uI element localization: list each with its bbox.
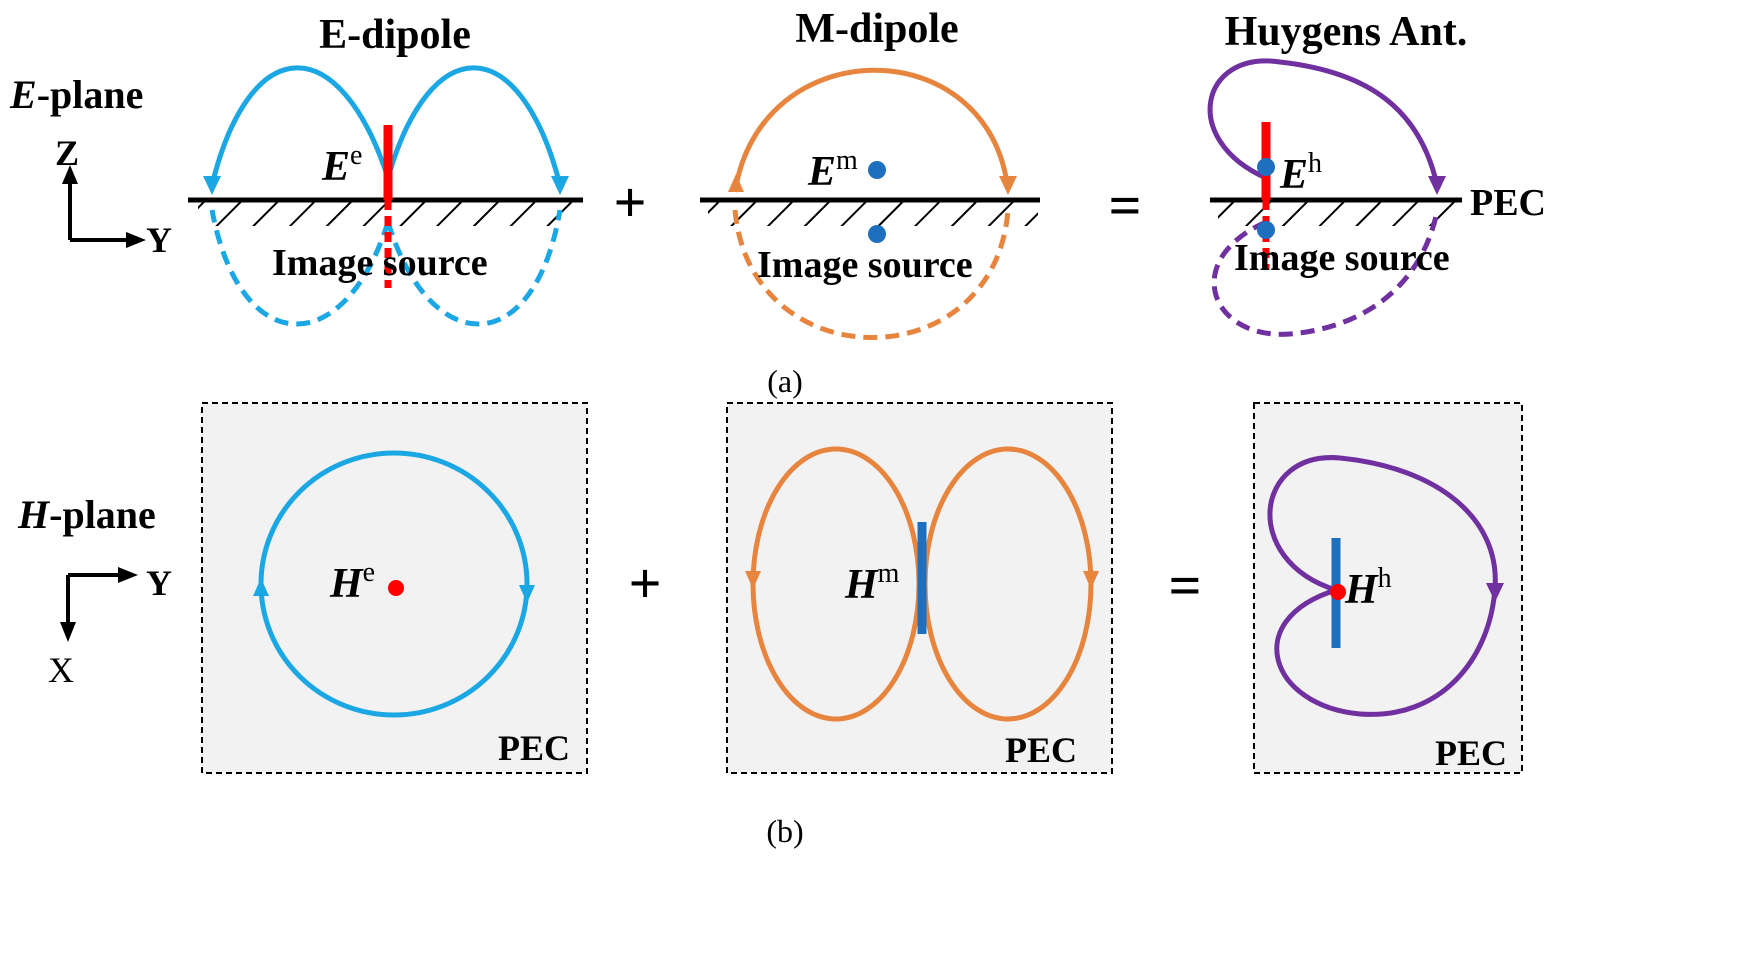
huygens-ground-plane [1210, 197, 1462, 226]
axis-z-label: Z [55, 133, 79, 173]
plus-sign-bottom: + [628, 551, 661, 616]
field-label-he: He [329, 557, 375, 607]
e-dipole-field-loops [203, 65, 569, 327]
field-label-hm: Hm [844, 558, 900, 608]
e-plane-label: E-plane [9, 72, 143, 117]
pec-label-bottom-3: PEC [1435, 733, 1507, 773]
huygens-field-loop [1207, 58, 1446, 337]
h-e-loop-arrow-left [253, 578, 269, 596]
h-m-loop-arrow-right [1083, 571, 1099, 589]
m-dipole-image-source [868, 225, 886, 243]
caption-b: (b) [766, 813, 803, 849]
axis-y-label: Y [146, 220, 172, 260]
equals-sign-top: = [1108, 173, 1141, 238]
pec-label-bottom-2: PEC [1005, 730, 1077, 770]
image-source-label-3: Image source [1234, 237, 1450, 279]
pec-label-bottom-1: PEC [498, 728, 570, 768]
pec-label-top: PEC [1470, 182, 1546, 224]
h-e-dipole-source [388, 580, 404, 596]
m-dipole-ground-plane [700, 197, 1040, 226]
field-label-hh: Hh [1344, 563, 1392, 613]
title-e-dipole: E-dipole [319, 12, 471, 58]
m-dipole-source [868, 161, 886, 179]
field-label-ee: Ee [321, 140, 362, 190]
equals-sign-bottom: = [1168, 553, 1201, 618]
field-label-em: Em [807, 145, 858, 195]
title-huygens-antenna: Huygens Ant. [1225, 9, 1468, 55]
plus-sign-top: + [613, 170, 646, 235]
title-m-dipole: M-dipole [795, 6, 958, 52]
h-m-loop-arrow-left [745, 571, 761, 589]
h-e-loop-arrow-right [519, 585, 535, 603]
image-source-label-1: Image source [272, 242, 488, 284]
h-plane-label: H-plane [17, 492, 156, 537]
h-huygens-loop-arrow [1486, 583, 1504, 602]
huygens-magnetic-source [1257, 158, 1275, 176]
axis-y-label-bottom: Y [146, 563, 172, 603]
m-dipole-field-loop [728, 67, 1017, 340]
axis-x-label-bottom: X [48, 650, 74, 690]
huygens-magnetic-image [1257, 221, 1275, 239]
field-label-eh: Eh [1279, 148, 1322, 198]
h-huygens-electric-source [1330, 584, 1346, 600]
caption-a: (a) [767, 363, 803, 399]
zy-axes: Z Y [55, 133, 172, 260]
yx-axes: Y X [48, 563, 172, 690]
image-source-label-2: Image source [757, 244, 973, 286]
